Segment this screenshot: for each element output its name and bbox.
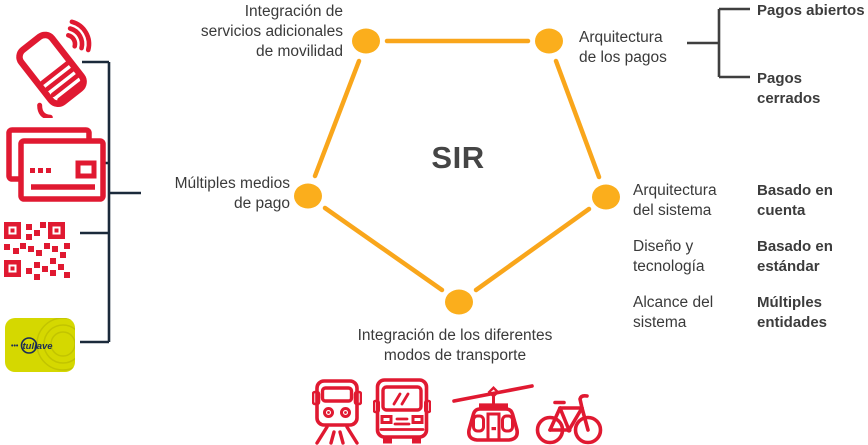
card-brand-text: tullave (23, 341, 54, 352)
node-payment-architecture (535, 28, 563, 54)
node-payment-methods (294, 183, 322, 209)
label-payment-methods: Múltiples medios de pago (174, 175, 290, 212)
label-pagos-cerrados: Pagos cerrados (757, 70, 821, 107)
tullave-card-icon: ••• tullave (5, 318, 75, 372)
edge-left-lower (322, 205, 445, 293)
bus-icon (373, 378, 431, 444)
credit-cards-icon (6, 127, 106, 202)
system-row-label: Arquitectura del sistema (633, 182, 717, 219)
diagram-title: SIR (431, 140, 485, 175)
train-icon (312, 379, 362, 445)
bicycle-icon (535, 394, 603, 445)
edge-left-upper (312, 58, 362, 179)
node-mobility-services (352, 28, 380, 54)
system-row-value: Basado en estándar (757, 238, 833, 275)
label-mobility-services: Integración de servicios adicionales de … (200, 3, 343, 60)
label-pagos-abiertos: Pagos abiertos (757, 2, 865, 19)
node-transport-modes (445, 289, 473, 315)
label-transport-modes: Integración de los diferentes modos de t… (357, 327, 553, 364)
node-system-architecture (592, 184, 620, 210)
pentagon-edges (312, 38, 602, 293)
edge-right-upper (553, 58, 602, 180)
qr-code-icon (4, 222, 70, 280)
contactless-phone-icon (16, 19, 92, 118)
system-row-value: Múltiples entidades (757, 294, 828, 331)
payments-branch-bracket (687, 7, 750, 79)
card-dots: ••• (11, 343, 19, 350)
edge-right-lower (473, 206, 592, 293)
system-row-label: Alcance del sistema (633, 294, 714, 331)
system-row-value: Basado en cuenta (757, 182, 833, 219)
label-payment-architecture: Arquitectura de los pagos (579, 29, 667, 66)
system-row-label: Diseño y tecnología (633, 238, 705, 275)
pentagon-nodes (294, 28, 620, 315)
cable-car-icon (452, 384, 534, 442)
